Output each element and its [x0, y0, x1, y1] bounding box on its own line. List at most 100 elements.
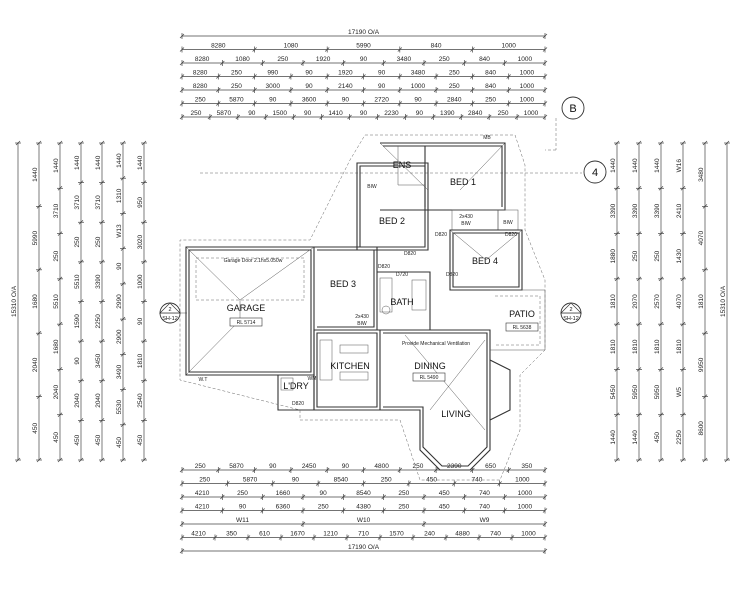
dimension-label: 1440	[610, 158, 617, 173]
dimension-label: 740	[479, 490, 490, 497]
building-walls	[179, 134, 546, 481]
dimension-label: 1440	[654, 158, 661, 173]
dimension-label: 1000	[520, 83, 535, 90]
dimension-label: 840	[431, 43, 442, 50]
dimension-label: 4380	[356, 504, 371, 511]
svg-text:D820: D820	[378, 264, 390, 270]
dimension-label: 250	[74, 236, 81, 247]
dimension-label: 90	[269, 97, 277, 104]
room-laundry: L'DRY	[283, 381, 309, 391]
dimension-label: 250	[449, 70, 460, 77]
dimension-label: 450	[74, 434, 81, 445]
grid-bubble-4	[583, 160, 607, 184]
dimension-label: 1390	[440, 110, 455, 117]
dimension-label: 1810	[137, 353, 144, 368]
dimension-label: 5510	[53, 294, 60, 309]
dimension-label: 1810	[676, 339, 683, 354]
dimension-label: 3490	[116, 364, 123, 379]
dimension-label: 450	[32, 422, 39, 433]
dimension-label: W13	[116, 224, 123, 238]
garage-door-label: Garage Door 2.1hx5.050w	[224, 258, 283, 264]
dimension-label: 3390	[654, 203, 661, 218]
dimension-label: 2570	[654, 294, 661, 309]
dimension-label: 3710	[95, 195, 102, 210]
meter-box-label: MB	[483, 135, 491, 141]
dimension-label: 350	[521, 463, 532, 470]
water-tank-label: W.T	[199, 377, 208, 383]
svg-text:BIW: BIW	[503, 220, 513, 226]
dimension-label: 1440	[32, 167, 39, 182]
dimension-label: 8600	[698, 421, 705, 436]
grid-label-4: 4	[592, 167, 598, 179]
grid-bubble-b	[561, 96, 585, 120]
dimension-label: 90	[360, 110, 368, 117]
dimension-label: 2040	[53, 384, 60, 399]
dimension-label: 450	[53, 432, 60, 443]
dimension-label: 8280	[195, 56, 210, 63]
dimension-label: 250	[231, 70, 242, 77]
dimension-label: 2040	[74, 393, 81, 408]
room-kitchen: KITCHEN	[330, 361, 370, 371]
dimension-label: 1440	[632, 158, 639, 173]
room-bed4: BED 4	[472, 256, 498, 266]
dimension-label: 90	[416, 110, 424, 117]
dimension-label: 250	[485, 97, 496, 104]
svg-text:D820: D820	[435, 232, 447, 238]
dimension-label: 1000	[515, 477, 530, 484]
dimension-label: 1000	[518, 490, 533, 497]
dimension-label: W5	[676, 387, 683, 397]
dimension-label: 1310	[116, 188, 123, 203]
dimension-label: 990	[267, 70, 278, 77]
svg-text:D820: D820	[292, 401, 304, 407]
dimension-label: 2900	[116, 329, 123, 344]
dimension-label: W16	[676, 159, 683, 173]
ventilation-note: Provide Mechanical Ventilation	[402, 341, 470, 347]
dimension-label: 1000	[137, 274, 144, 289]
dimension-label: 3450	[95, 353, 102, 368]
dimension-label: 250	[95, 236, 102, 247]
dimension-label: 90	[378, 83, 386, 90]
patio-rl: RL 5638	[513, 325, 532, 331]
dimension-label: 5950	[654, 384, 661, 399]
dimension-label: 15310 O/A	[11, 285, 18, 317]
dimension-label: 1440	[137, 155, 144, 170]
dimension-label: 250	[318, 504, 329, 511]
dimension-label: 5870	[229, 463, 244, 470]
dimension-label: W11	[236, 517, 249, 524]
room-bed3: BED 3	[330, 279, 356, 289]
dimension-label: 1440	[116, 153, 123, 168]
dimension-label: 90	[414, 97, 422, 104]
dimension-label: 250	[237, 490, 248, 497]
dimension-label: 240	[424, 531, 435, 538]
dimension-label: 350	[226, 531, 237, 538]
dimension-label: 3020	[137, 234, 144, 249]
dimension-label: 6360	[276, 504, 291, 511]
dimension-label: 1440	[74, 155, 81, 170]
dimension-label: 1440	[95, 155, 102, 170]
dimension-label: 2720	[374, 97, 389, 104]
dimension-label: 3480	[698, 167, 705, 182]
right-dimension-strings: 1440339018801810181054501440144033902502…	[610, 140, 730, 463]
dimension-label: 2230	[384, 110, 399, 117]
dimension-label: 3480	[397, 56, 412, 63]
dimension-label: 250	[191, 110, 202, 117]
dimension-label: 2140	[338, 83, 353, 90]
dimension-label: 450	[439, 504, 450, 511]
dimension-label: 1000	[518, 504, 533, 511]
svg-text:BIW: BIW	[461, 221, 471, 227]
dimension-label: 1680	[53, 339, 60, 354]
dimension-label: 4800	[374, 463, 389, 470]
dimension-label: 1920	[338, 70, 353, 77]
dimension-label: 840	[479, 56, 490, 63]
svg-text:BIW: BIW	[357, 321, 367, 327]
dimension-label: 250	[381, 477, 392, 484]
dimension-label: 250	[413, 463, 424, 470]
dimension-label: 250	[199, 477, 210, 484]
dimension-label: 4880	[455, 531, 470, 538]
dimension-label: 250	[277, 56, 288, 63]
dimension-label: 9950	[698, 357, 705, 372]
dimension-label: 2990	[116, 294, 123, 309]
dimension-label: 1670	[290, 531, 305, 538]
dimension-label: 710	[358, 531, 369, 538]
